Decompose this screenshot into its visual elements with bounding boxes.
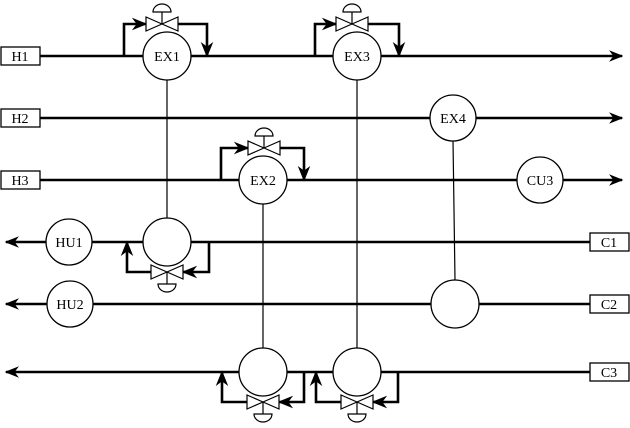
exchanger-ex4-hot-side: EX4: [429, 94, 477, 142]
exchanger-ex3-hot-side: EX3: [332, 31, 382, 81]
bypass-line-ex3-hot-out: [368, 22, 406, 58]
stream-label-c3: C3: [589, 362, 630, 382]
valve-actuator: [254, 127, 274, 137]
bypass-line-ex2-hot-in: [219, 141, 250, 180]
match-line-ex4: [452, 139, 456, 281]
unit-label: EX4: [440, 112, 466, 127]
valve-actuator: [342, 3, 362, 13]
bypass-line-ex1-cold-in: [181, 242, 211, 279]
bypass-line-ex1-cold-out: [120, 240, 151, 274]
unit-label: EX3: [344, 50, 370, 65]
valve-actuator: [157, 283, 177, 293]
bypass-line-ex3-cold-in: [371, 372, 400, 409]
bypass-line-ex1-hot-in: [122, 17, 148, 56]
stream-label-text: H2: [11, 112, 28, 127]
bypass-line-ex3-cold-out: [309, 370, 341, 404]
unit-label: EX1: [154, 50, 180, 65]
bypass-line-ex2-cold-out: [215, 370, 247, 404]
cooler-cu3: CU3: [516, 156, 564, 204]
exchanger-ex4-cold-side: [430, 279, 480, 329]
unit-label: CU3: [527, 174, 553, 189]
stream-label-h3: H3: [0, 170, 41, 190]
exchanger-ex1-hot-side: EX1: [142, 31, 192, 81]
valve-actuator: [253, 413, 273, 423]
stream-label-h1: H1: [0, 46, 41, 66]
control-valve-icon[interactable]: [150, 264, 184, 293]
stream-label-h2: H2: [0, 108, 41, 128]
valve-actuator: [152, 3, 172, 13]
heater-hu2: HU2: [46, 280, 94, 328]
stream-label-text: H1: [11, 50, 28, 65]
bypass-line-ex2-cold-in: [277, 372, 306, 409]
exchanger-ex1-cold-side: [142, 217, 192, 267]
bypass-line-ex1-hot-out: [178, 22, 214, 58]
control-valve-icon[interactable]: [145, 3, 179, 32]
unit-label: EX2: [250, 174, 276, 189]
exchanger-ex3-cold-side: [332, 347, 382, 397]
stream-label-text: C1: [601, 236, 617, 251]
stream-label-c1: C1: [589, 232, 630, 252]
control-valve-icon[interactable]: [340, 394, 374, 423]
stream-label-text: C2: [601, 298, 617, 313]
control-valve-icon[interactable]: [246, 394, 280, 423]
bypass-line-ex3-hot-in: [313, 17, 338, 56]
exchanger-ex2-cold-side: [238, 347, 288, 397]
bypass-line-ex2-hot-out: [280, 146, 311, 182]
unit-label: HU1: [55, 236, 82, 251]
control-valve-icon[interactable]: [335, 3, 369, 32]
unit-label: HU2: [56, 298, 83, 313]
heater-hu1: HU1: [45, 218, 93, 266]
control-valve-icon[interactable]: [247, 127, 281, 156]
stream-label-text: H3: [11, 174, 28, 189]
stream-label-text: C3: [601, 366, 617, 381]
exchanger-ex2-hot-side: EX2: [238, 155, 288, 205]
valve-actuator: [347, 413, 367, 423]
stream-label-c2: C2: [589, 294, 630, 314]
